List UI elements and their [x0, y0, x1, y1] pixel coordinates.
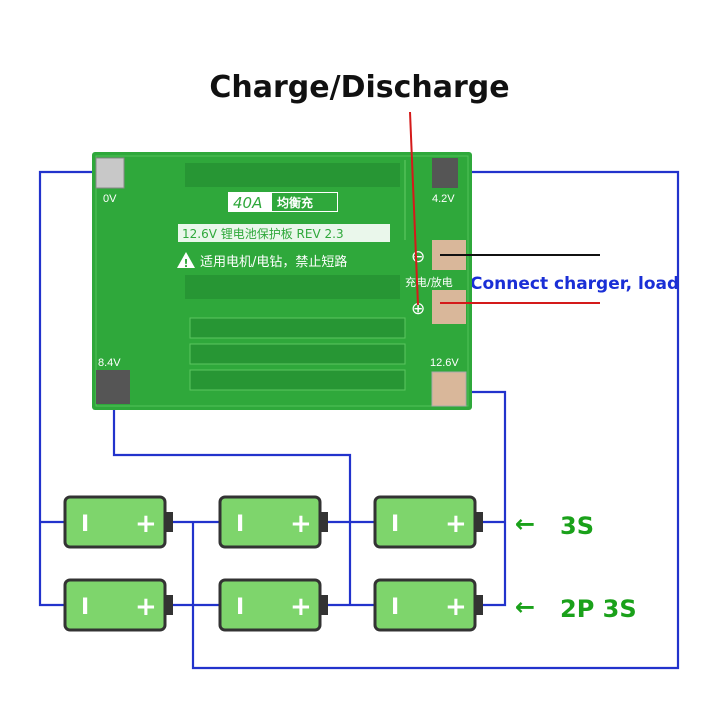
arrow-3s: ←: [515, 510, 535, 538]
pin-label-0v: 0V: [103, 193, 117, 205]
battery-plus-label: +: [290, 509, 312, 539]
battery-cell: I+: [63, 495, 173, 549]
arrow-2p3s: ←: [515, 593, 535, 621]
battery-cell: I+: [218, 495, 328, 549]
pad-4v2: [432, 158, 458, 188]
battery-minus-label: I: [236, 512, 244, 537]
plus-symbol: ⊕: [411, 299, 425, 319]
diagram-title: Charge/Discharge: [209, 70, 510, 105]
battery-minus-label: I: [391, 595, 399, 620]
battery-cell: I+: [373, 495, 483, 549]
bms-board: ! 0V 4.2V 8.4V 12.6V 40A 均衡充 12.6V 锂电池保护…: [92, 152, 472, 410]
battery-terminal: [475, 595, 483, 615]
battery-minus-label: I: [391, 512, 399, 537]
battery-terminal: [475, 512, 483, 532]
battery-terminal: [165, 512, 173, 532]
battery-plus-label: +: [445, 592, 467, 622]
battery-cell: I+: [63, 578, 173, 632]
battery-cell: I+: [218, 578, 328, 632]
battery-cell: I+: [373, 578, 483, 632]
battery-minus-label: I: [81, 595, 89, 620]
connect-label: Connect charger, load: [470, 274, 680, 294]
battery-minus-label: I: [236, 595, 244, 620]
battery-plus-label: +: [290, 592, 312, 622]
battery-terminal: [320, 595, 328, 615]
battery-plus-label: +: [135, 509, 157, 539]
wire-12v6: [455, 390, 507, 607]
pad-0v: [95, 157, 125, 189]
label-3s: 3S: [560, 512, 594, 540]
warning-label: 适用电机/电钻，禁止短路: [200, 254, 347, 270]
pin-label-8v4: 8.4V: [98, 357, 121, 369]
charge-leads: [409, 111, 600, 306]
wire-0v: [38, 170, 108, 607]
pad-8v4: [96, 370, 130, 404]
model-label: 12.6V 锂电池保护板 REV 2.3: [182, 226, 344, 241]
battery-terminal: [165, 595, 173, 615]
batteries: I+I+I+I+I+I+: [63, 495, 483, 632]
battery-plus-label: +: [135, 592, 157, 622]
pin-label-12v6: 12.6V: [430, 357, 459, 369]
minus-symbol: ⊖: [411, 247, 425, 267]
wire-8v4: [112, 388, 352, 605]
rating-label: 40A: [233, 194, 262, 212]
wire-4v2: [191, 170, 680, 670]
battery-minus-label: I: [81, 512, 89, 537]
battery-plus-label: +: [445, 509, 467, 539]
red-lead: [409, 111, 419, 306]
battery-terminal: [320, 512, 328, 532]
pin-label-4v2: 4.2V: [432, 193, 455, 205]
pad-plus: [432, 290, 466, 324]
port-label: 充电/放电: [405, 275, 453, 289]
label-2p3s: 2P 3S: [560, 595, 637, 623]
balance-badge: 均衡充: [277, 195, 313, 210]
pad-12v6: [431, 371, 467, 407]
svg-text:!: !: [183, 257, 188, 270]
